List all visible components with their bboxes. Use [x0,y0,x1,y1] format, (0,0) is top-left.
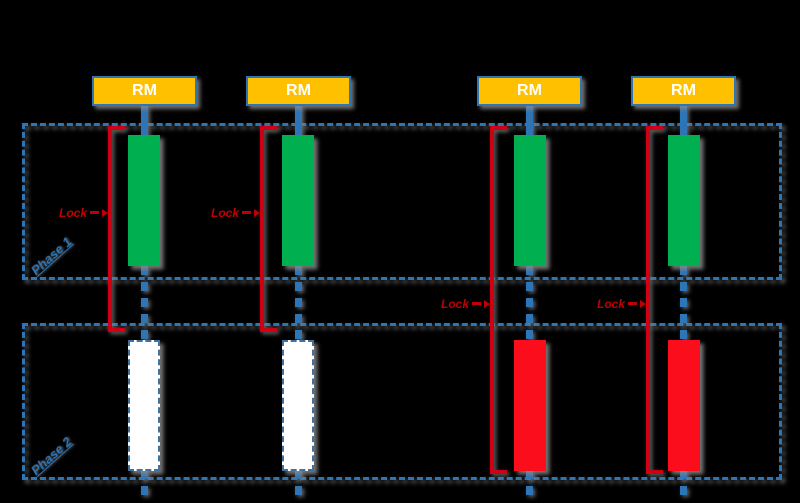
right-arrow-icon [628,302,637,305]
rm-box-label: RM [286,82,311,99]
wick-line [141,105,148,136]
rm-box-3: RM [477,76,582,106]
green-candle-2 [282,135,314,266]
phase-1-region: Phase 1 [22,123,782,280]
lock-label-3: Lock [438,296,490,311]
red-candle-1 [514,340,546,471]
white-candle-2 [282,340,314,471]
lock-label-1: Lock [56,205,108,220]
wick-line [141,470,148,500]
lock-text: Lock [210,205,239,220]
phase-2-region: Phase 2 [22,323,782,480]
red-candle-2 [668,340,700,471]
right-arrow-icon [90,211,99,214]
wick-line [680,105,687,136]
lock-bracket-1 [108,126,126,332]
wick-line [526,470,533,500]
wick-line [680,266,687,340]
right-arrow-icon [254,208,260,217]
lock-bracket-4 [646,126,664,474]
right-arrow-icon [484,299,490,308]
wick-line [526,105,533,136]
right-arrow-icon [242,211,251,214]
lock-text: Lock [440,296,469,311]
wick-line [680,470,687,500]
rm-box-label: RM [517,82,542,99]
wick-line [295,470,302,500]
wick-line [526,266,533,340]
wick-line [295,266,302,340]
phase-1-dashed-border [22,123,782,280]
rm-box-1: RM [92,76,197,106]
green-candle-1 [128,135,160,266]
lock-text: Lock [596,296,625,311]
right-arrow-icon [472,302,481,305]
rm-box-label: RM [671,82,696,99]
lock-label-4: Lock [594,296,646,311]
lock-label-2: Lock [208,205,260,220]
green-candle-4 [668,135,700,266]
rm-box-2: RM [246,76,351,106]
lock-bracket-3 [490,126,508,474]
rm-box-label: RM [132,82,157,99]
lock-bracket-2 [260,126,278,332]
white-candle-1 [128,340,160,471]
green-candle-3 [514,135,546,266]
rm-box-4: RM [631,76,736,106]
lock-text: Lock [58,205,87,220]
wick-line [141,266,148,340]
right-arrow-icon [640,299,646,308]
wick-line [295,105,302,136]
phase-2-dashed-border [22,323,782,480]
right-arrow-icon [102,208,108,217]
